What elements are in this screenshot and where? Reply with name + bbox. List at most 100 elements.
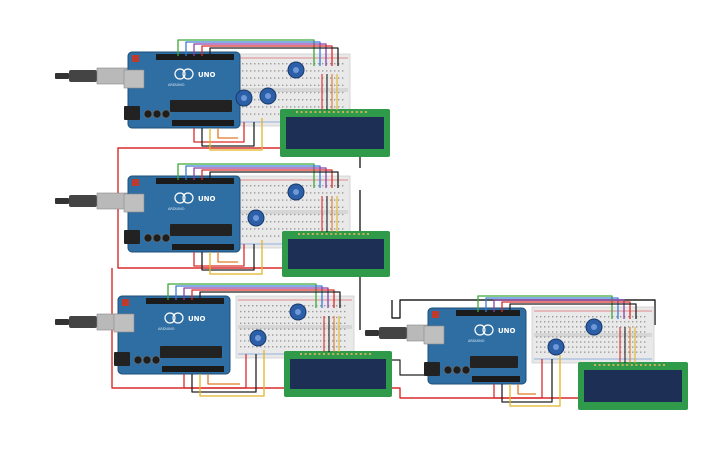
breadboard-hole: [338, 185, 340, 187]
breadboard-hole: [254, 99, 256, 101]
breadboard-hole: [556, 336, 558, 338]
digital-header: [146, 298, 224, 304]
lcd-pin: [630, 364, 633, 366]
breadboard-hole: [274, 113, 276, 115]
potentiometer-knob: [255, 335, 261, 341]
breadboard-hole: [240, 334, 242, 336]
breadboard-hole: [628, 351, 630, 353]
capacitor: [443, 365, 453, 375]
breadboard-hole: [252, 328, 254, 330]
breadboard-hole: [644, 341, 646, 343]
breadboard-hole: [314, 228, 316, 230]
breadboard-hole: [636, 331, 638, 333]
breadboard-hole: [560, 316, 562, 318]
breadboard-hole: [250, 84, 252, 86]
breadboard-hole: [592, 346, 594, 348]
breadboard-hole: [322, 228, 324, 230]
breadboard-hole: [322, 70, 324, 72]
lcd-pin: [332, 353, 335, 355]
breadboard-hole: [588, 341, 590, 343]
breadboard-hole: [244, 328, 246, 330]
breadboard-hole: [540, 331, 542, 333]
breadboard-hole: [632, 316, 634, 318]
breadboard-hole: [248, 328, 250, 330]
breadboard-hole: [580, 346, 582, 348]
breadboard-hole: [580, 336, 582, 338]
breadboard-hole: [636, 351, 638, 353]
breadboard-hole: [580, 326, 582, 328]
arduino-logo-icon: [174, 192, 186, 204]
breadboard-hole: [266, 84, 268, 86]
breadboard-hole: [270, 235, 272, 237]
breadboard-hole: [264, 305, 266, 307]
breadboard-hole: [616, 341, 618, 343]
breadboard-hole: [254, 199, 256, 201]
breadboard-hole: [334, 84, 336, 86]
breadboard-hole: [282, 99, 284, 101]
breadboard-hole: [332, 316, 334, 319]
breadboard-hole: [544, 341, 546, 343]
lcd-pin: [327, 353, 330, 355]
breadboard-hole: [280, 310, 282, 313]
breadboard-hole: [290, 199, 292, 201]
wire: [193, 122, 245, 143]
breadboard-hole: [632, 331, 634, 333]
breadboard-hole: [560, 321, 562, 323]
breadboard-hole: [298, 99, 300, 101]
breadboard-hole: [540, 326, 542, 328]
breadboard-hole: [280, 346, 282, 348]
breadboard-hole: [268, 346, 270, 348]
breadboard-hole: [260, 322, 262, 324]
breadboard-hole: [274, 106, 276, 108]
lcd-pin: [300, 111, 303, 113]
breadboard-hole: [334, 99, 336, 101]
breadboard-hole: [310, 213, 312, 216]
lcd-pin: [323, 111, 326, 113]
breadboard-hole: [540, 346, 542, 348]
breadboard-hole: [338, 213, 340, 216]
breadboard-hole: [302, 213, 304, 216]
breadboard-hole: [304, 316, 306, 319]
breadboard-hole: [268, 322, 270, 324]
breadboard-hole: [552, 321, 554, 323]
breadboard-hole: [306, 206, 308, 208]
breadboard-hole: [576, 326, 578, 328]
breadboard-hole: [266, 213, 268, 216]
breadboard-hole: [576, 341, 578, 343]
breadboard-hole: [330, 221, 332, 223]
lcd-pin: [318, 353, 321, 355]
breadboard-hole: [576, 316, 578, 318]
breadboard-hole: [264, 322, 266, 324]
breadboard-hole: [342, 221, 344, 223]
lcd-pin: [635, 364, 638, 366]
breadboard-hole: [254, 228, 256, 230]
breadboard-hole: [294, 91, 296, 94]
breadboard-hole: [284, 328, 286, 330]
lcd-pin: [296, 111, 298, 113]
breadboard-hole: [620, 331, 622, 333]
board-label: UNO: [198, 71, 216, 79]
breadboard-hole: [632, 351, 634, 353]
usb-plug-body: [69, 316, 97, 328]
wire: [201, 244, 255, 271]
wire: [177, 163, 315, 188]
breadboard-hole: [620, 336, 622, 338]
capacitor: [143, 233, 153, 243]
wire: [209, 118, 263, 151]
breadboard-hole: [312, 305, 314, 307]
breadboard-hole: [340, 340, 342, 342]
breadboard-hole: [342, 192, 344, 194]
breadboard-hole: [338, 192, 340, 194]
breadboard-hole: [604, 316, 606, 318]
board-label: UNO: [198, 195, 216, 203]
breadboard-hole: [270, 113, 272, 115]
breadboard-hole: [314, 77, 316, 79]
breadboard-hole: [292, 346, 294, 348]
breadboard-hole: [258, 91, 260, 94]
breadboard-hole: [262, 192, 264, 194]
breadboard-hole: [254, 70, 256, 72]
wire: [217, 252, 238, 263]
breadboard-hole: [282, 221, 284, 223]
breadboard-hole: [576, 351, 578, 353]
